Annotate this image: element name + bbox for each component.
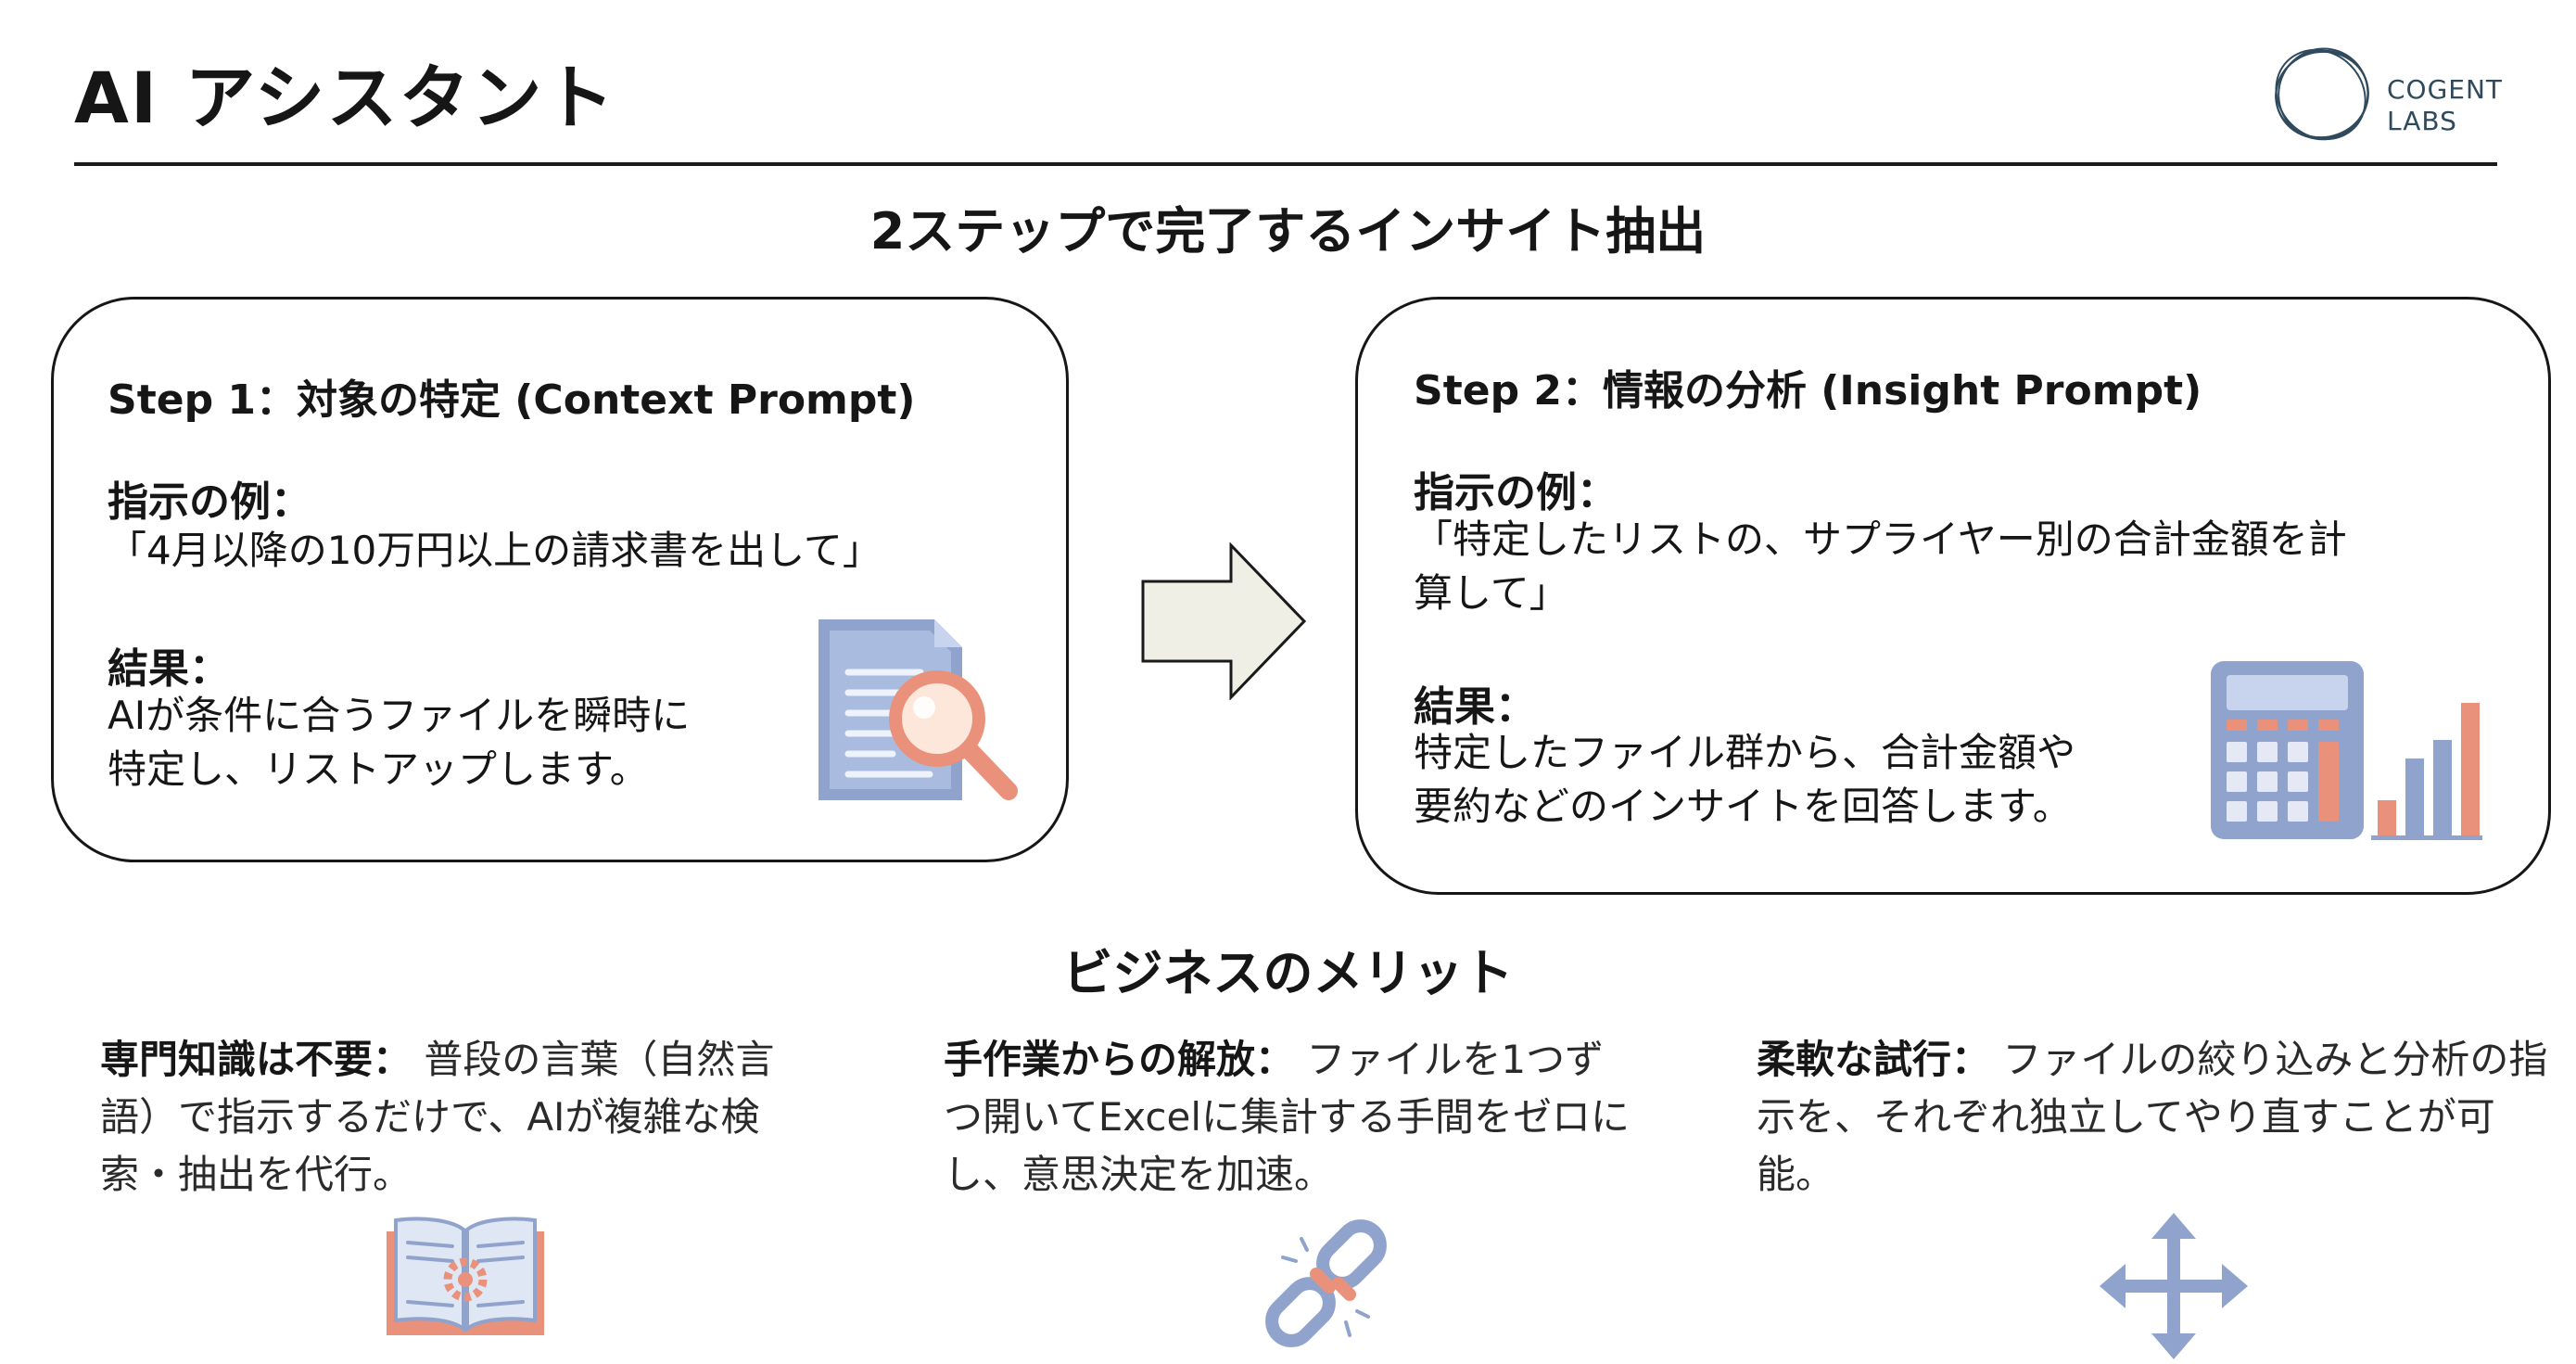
merit-3-body: ファイルの絞り込みと分析の指示を、それぞれ独立してやり直すことが可能。 — [1757, 1037, 2548, 1197]
move-arrows-icon — [2100, 1213, 2248, 1359]
right-arrow-icon — [1141, 542, 1307, 700]
step-1-result-label: 結果： — [108, 645, 230, 693]
open-book-gear-icon — [387, 1217, 544, 1335]
page-title: AI アシスタント — [74, 57, 616, 139]
step-2-card: Step 2：情報の分析 (Insight Prompt) 指示の例： 「特定し… — [1355, 297, 2551, 895]
company-logo: COGENT LABS — [2266, 39, 2507, 150]
step-1-example-label: 指示の例： — [108, 478, 311, 526]
merit-1-body: 普段の言葉（自然言語）で指示するだけで、AIが複雑な検索・抽出を代行。 — [100, 1037, 775, 1197]
merit-2-body: ファイルを1つずつ開いてExcelに集計する手間をゼロにし、意思決定を加速。 — [944, 1037, 1630, 1197]
step-2-example-label: 指示の例： — [1414, 469, 1618, 516]
document-search-icon — [818, 619, 1018, 800]
step-1-example-text: 「4月以降の10万円以上の請求書を出して」 — [108, 528, 882, 573]
steps-heading: 2ステップで完了するインサイト抽出 — [869, 202, 1707, 261]
logo-text: COGENT LABS — [2387, 74, 2504, 136]
merits-heading: ビジネスのメリット — [1062, 944, 1514, 1002]
merit-item-flexible: 柔軟な試行： ファイルの絞り込みと分析の指示を、それぞれ独立してやり直すことが可… — [1757, 1031, 2572, 1204]
calculator-chart-icon — [2211, 661, 2482, 840]
broken-chain-icon — [1265, 1219, 1387, 1347]
step-1-result-text: AIが条件に合うファイルを瞬時に 特定し、リストアップします。 — [108, 693, 691, 792]
merit-item-manual-free: 手作業からの解放： ファイルを1つずつ開いてExcelに集計する手間をゼロにし、… — [944, 1031, 1639, 1204]
step-2-example-text: 「特定したリストの、サプライヤー別の合計金額を計 算して」 — [1414, 516, 2347, 616]
step-2-result-text: 特定したファイル群から、合計金額や 要約などのインサイトを回答します。 — [1414, 730, 2076, 829]
merit-3-heading: 柔軟な試行： — [1757, 1037, 1991, 1082]
merit-item-no-expertise: 専門知識は不要： 普段の言葉（自然言語）で指示するだけで、AIが複雑な検索・抽出… — [100, 1031, 805, 1204]
step-1-card: Step 1：対象の特定 (Context Prompt) 指示の例： 「4月以… — [51, 297, 1069, 862]
header-divider — [74, 162, 2497, 166]
step-2-title: Step 2：情報の分析 (Insight Prompt) — [1414, 367, 2202, 414]
step-1-title: Step 1：対象の特定 (Context Prompt) — [108, 376, 916, 424]
logo-circle-icon — [2275, 47, 2369, 141]
merit-1-heading: 専門知識は不要： — [100, 1037, 412, 1082]
step-2-result-label: 結果： — [1414, 683, 1536, 731]
merit-2-heading: 手作業からの解放： — [944, 1037, 1295, 1082]
